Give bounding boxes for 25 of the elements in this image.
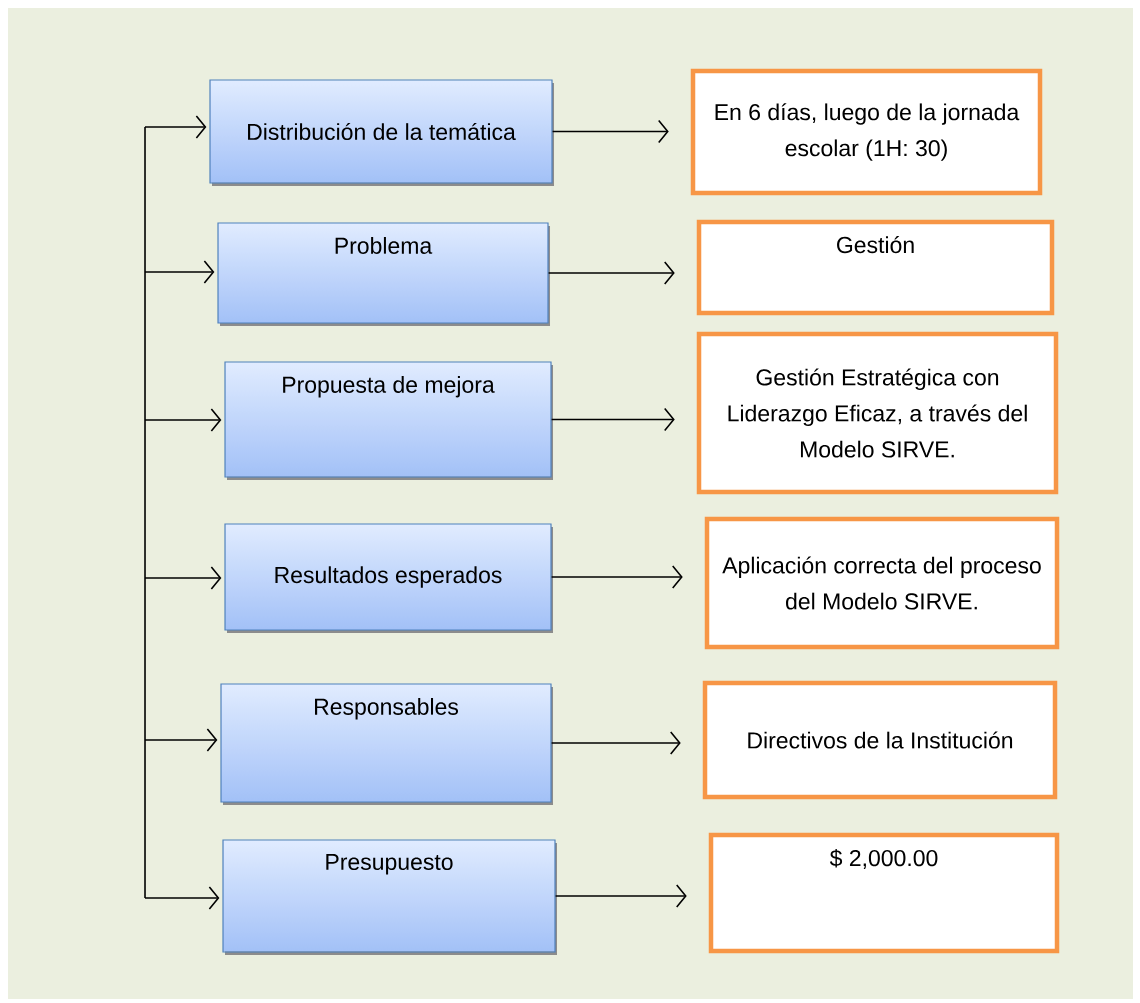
arrow: [144, 728, 218, 752]
process-box: Distribución de la temática: [209, 79, 554, 186]
process-box: Presupuesto: [222, 839, 557, 955]
process-box: Resultados esperados: [224, 523, 553, 633]
arrow: [144, 260, 215, 284]
bracket-line: [144, 126, 146, 899]
arrow: [144, 115, 207, 139]
arrow: [550, 565, 683, 589]
result-box: Gestión Estratégica con Liderazgo Eficaz, a través del Modelo SIRVE.: [696, 331, 1059, 495]
arrow: [144, 566, 222, 590]
result-box: En 6 días, luego de la jornada escolar (1H: 30): [690, 68, 1043, 196]
arrow: [550, 407, 675, 432]
result-box: Gestión: [696, 219, 1055, 316]
arrow: [547, 261, 675, 285]
arrow: [144, 408, 222, 432]
process-box: Problema: [217, 222, 550, 326]
arrow: [144, 886, 220, 910]
process-box: Responsables: [220, 683, 553, 805]
arrow: [554, 884, 687, 908]
result-box: $ 2,000.00: [708, 832, 1060, 954]
arrow: [551, 119, 669, 144]
result-box: Directivos de la Institución: [702, 680, 1058, 800]
process-box: Propuesta de mejora: [224, 361, 553, 480]
arrow: [550, 731, 681, 755]
result-box: Aplicación correcta del proceso del Modelo SIRVE.: [704, 516, 1060, 650]
